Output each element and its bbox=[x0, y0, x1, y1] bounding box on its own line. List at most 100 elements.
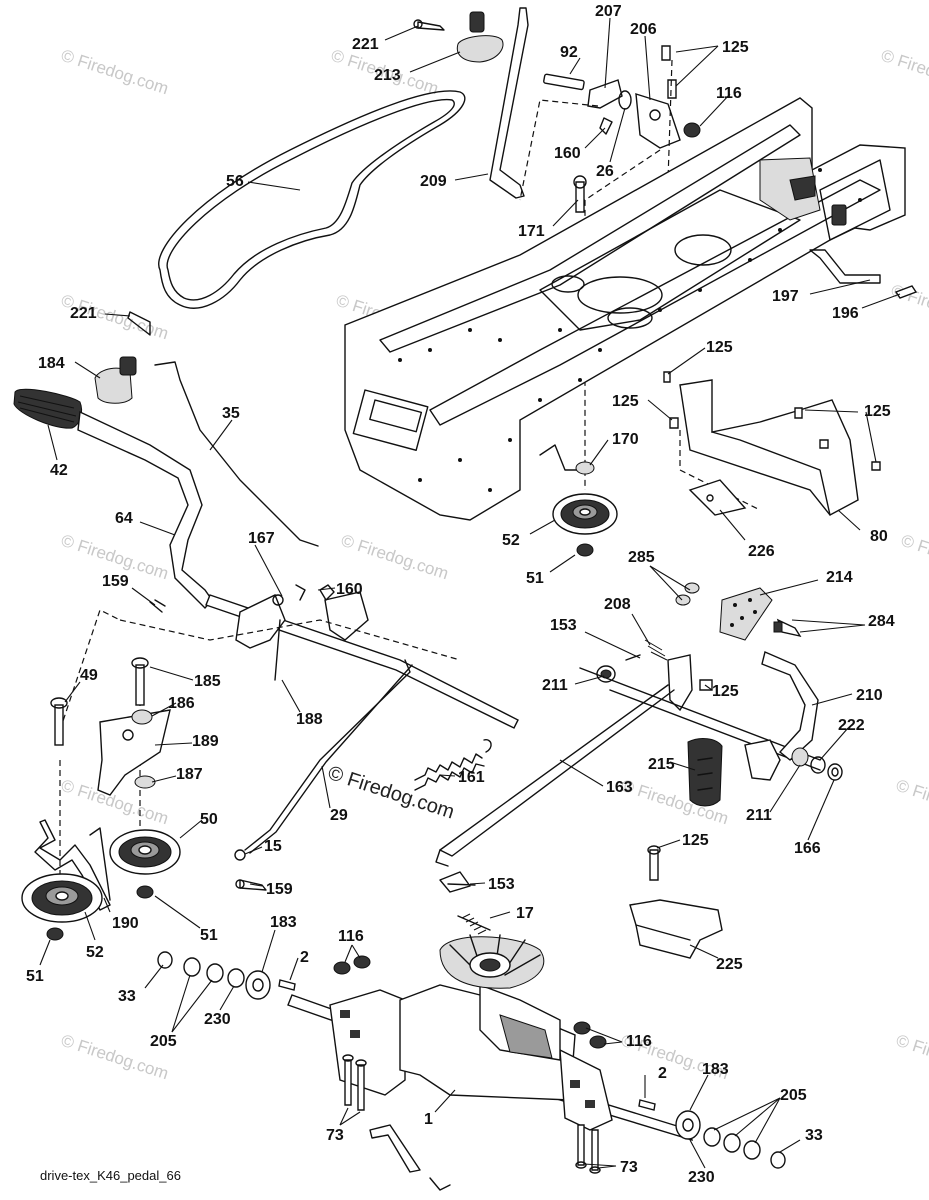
callout-166: 166 bbox=[794, 840, 821, 857]
callout-125: 125 bbox=[712, 683, 739, 700]
callout-17: 17 bbox=[516, 905, 534, 922]
callout-153: 153 bbox=[488, 876, 515, 893]
cross-shaft bbox=[149, 584, 519, 891]
callout-51: 51 bbox=[526, 570, 544, 587]
callout-33: 33 bbox=[118, 988, 136, 1005]
callout-51: 51 bbox=[200, 927, 218, 944]
callout-221: 221 bbox=[70, 305, 97, 322]
left-axle-spacers bbox=[157, 951, 296, 1000]
callout-33: 33 bbox=[805, 1127, 823, 1144]
callout-225: 225 bbox=[716, 956, 743, 973]
transaxle bbox=[287, 934, 693, 1191]
chassis-frame bbox=[344, 97, 918, 521]
callout-52: 52 bbox=[502, 532, 520, 549]
callout-222: 222 bbox=[838, 717, 865, 734]
callout-211: 211 bbox=[542, 677, 568, 694]
callout-2: 2 bbox=[300, 949, 309, 966]
callout-125: 125 bbox=[682, 832, 709, 849]
callout-49: 49 bbox=[80, 667, 98, 684]
drive-pulley bbox=[21, 873, 103, 923]
callout-125: 125 bbox=[706, 339, 733, 356]
callout-159: 159 bbox=[266, 881, 293, 898]
callout-160: 160 bbox=[554, 145, 581, 162]
callout-170: 170 bbox=[612, 431, 639, 448]
callout-2: 2 bbox=[658, 1065, 667, 1082]
brake-rod bbox=[435, 684, 675, 867]
callout-73: 73 bbox=[326, 1127, 344, 1144]
diagram-caption: drive-tex_K46_pedal_66 bbox=[40, 1168, 181, 1183]
callout-171: 171 bbox=[518, 223, 545, 240]
callout-116: 116 bbox=[626, 1033, 652, 1050]
shift-lever bbox=[77, 410, 213, 610]
callout-15: 15 bbox=[264, 838, 282, 855]
callout-196: 196 bbox=[832, 305, 859, 322]
hand-grip bbox=[13, 388, 83, 429]
small-parts bbox=[439, 871, 491, 935]
leader-lines bbox=[39, 17, 901, 1169]
callout-42: 42 bbox=[50, 462, 68, 479]
callout-207: 207 bbox=[595, 3, 622, 20]
callout-125: 125 bbox=[722, 39, 749, 56]
callout-190: 190 bbox=[112, 915, 139, 932]
callout-210: 210 bbox=[856, 687, 883, 704]
assembly-line bbox=[584, 149, 661, 490]
callout-187: 187 bbox=[176, 766, 203, 783]
assembly-line bbox=[119, 619, 461, 661]
callout-184: 184 bbox=[38, 355, 65, 372]
callout-35: 35 bbox=[222, 405, 240, 422]
callout-29: 29 bbox=[330, 807, 348, 824]
callout-161: 161 bbox=[458, 769, 485, 786]
callout-188: 188 bbox=[296, 711, 323, 728]
mount-bracket bbox=[629, 845, 723, 959]
watermark: © Firedog.com bbox=[894, 776, 929, 829]
callout-116: 116 bbox=[338, 928, 364, 945]
watermark: © Firedog.com bbox=[339, 531, 451, 584]
callout-125: 125 bbox=[864, 403, 891, 420]
pedal-pad bbox=[456, 11, 504, 63]
callout-208: 208 bbox=[604, 596, 631, 613]
brake-pedal-group bbox=[579, 582, 843, 781]
pedal-pad bbox=[687, 738, 723, 807]
drive-belt bbox=[158, 90, 466, 309]
callout-73: 73 bbox=[620, 1159, 638, 1176]
callout-26: 26 bbox=[596, 163, 614, 180]
callout-56: 56 bbox=[226, 173, 244, 190]
callout-284: 284 bbox=[868, 613, 895, 630]
callout-125: 125 bbox=[612, 393, 639, 410]
callout-92: 92 bbox=[560, 44, 578, 61]
watermark: © Firedog.com bbox=[894, 1031, 929, 1084]
side-cover bbox=[663, 371, 881, 516]
callout-230: 230 bbox=[688, 1169, 715, 1186]
control-rod bbox=[154, 361, 319, 547]
callout-230: 230 bbox=[204, 1011, 231, 1028]
callout-285: 285 bbox=[628, 549, 655, 566]
watermark: © Firedog.com bbox=[59, 46, 171, 99]
watermark: © Firedog.com bbox=[899, 531, 929, 584]
callout-185: 185 bbox=[194, 673, 221, 690]
callout-206: 206 bbox=[630, 21, 657, 38]
callout-159: 159 bbox=[102, 573, 129, 590]
callout-116: 116 bbox=[716, 85, 742, 102]
callout-211: 211 bbox=[746, 807, 772, 824]
watermark: © Firedog.com bbox=[879, 46, 929, 99]
callout-163: 163 bbox=[606, 779, 633, 796]
callout-205: 205 bbox=[780, 1087, 807, 1104]
callout-51: 51 bbox=[26, 968, 44, 985]
callout-50: 50 bbox=[200, 811, 218, 828]
callout-80: 80 bbox=[870, 528, 888, 545]
knob bbox=[94, 356, 137, 404]
callout-209: 209 bbox=[420, 173, 447, 190]
pedal-pin bbox=[413, 19, 445, 31]
nut bbox=[46, 885, 154, 941]
callout-labels: 221 213 207 206 125 92 116 160 26 56 209… bbox=[26, 3, 895, 1186]
center-pulley bbox=[539, 444, 618, 557]
callout-183: 183 bbox=[270, 914, 297, 931]
callout-1: 1 bbox=[424, 1111, 433, 1128]
callout-197: 197 bbox=[772, 288, 799, 305]
callout-52: 52 bbox=[86, 944, 104, 961]
callout-160: 160 bbox=[336, 581, 363, 598]
idler-pulley bbox=[109, 829, 181, 875]
idler-arm bbox=[34, 819, 111, 911]
callout-153: 153 bbox=[550, 617, 577, 634]
